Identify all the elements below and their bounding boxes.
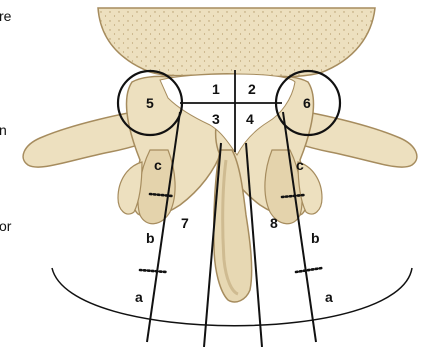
edge-text-3: or (0, 218, 12, 234)
zone-label-b-right: b (311, 230, 320, 246)
zone-label-8: 8 (270, 215, 278, 231)
zone-label-b-left: b (146, 230, 155, 246)
zone-label-3: 3 (212, 111, 220, 127)
zone-label-c-left: c (154, 157, 162, 173)
zone-label-7: 7 (181, 215, 189, 231)
zone-label-5: 5 (146, 95, 154, 111)
cropped-edge-text: re n or (0, 8, 12, 234)
zone-label-a-left: a (135, 289, 143, 305)
edge-text-1: re (0, 8, 12, 24)
zone-label-1: 1 (212, 81, 220, 97)
right-lower-dotted-divider (296, 268, 322, 272)
zone-label-6: 6 (303, 95, 311, 111)
zone-label-a-right: a (325, 289, 333, 305)
edge-text-2: n (0, 122, 7, 138)
zone-label-2: 2 (248, 81, 256, 97)
left-lower-dotted-divider (140, 270, 166, 272)
vertebral-body-texture (98, 8, 375, 77)
zone-label-4: 4 (246, 111, 254, 127)
zone-label-c-right: c (296, 157, 304, 173)
